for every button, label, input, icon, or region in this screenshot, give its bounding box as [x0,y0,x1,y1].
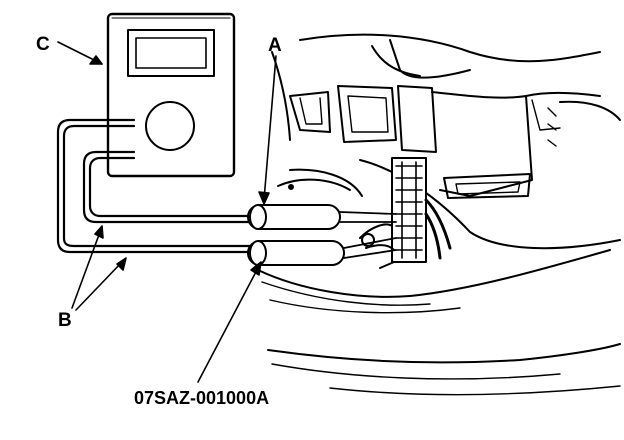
meter-dial [145,101,195,151]
test-leads [56,118,252,254]
probe-adapter-lower [247,237,397,266]
label-b: B [58,310,72,331]
ecm-connector [359,157,452,269]
label-part-number: 07SAZ-001000A [134,388,269,408]
probe-adapter-upper [247,204,397,230]
label-c: C [36,34,50,55]
multimeter [106,12,236,178]
callout-lines [57,41,277,383]
label-a: A [268,35,282,56]
